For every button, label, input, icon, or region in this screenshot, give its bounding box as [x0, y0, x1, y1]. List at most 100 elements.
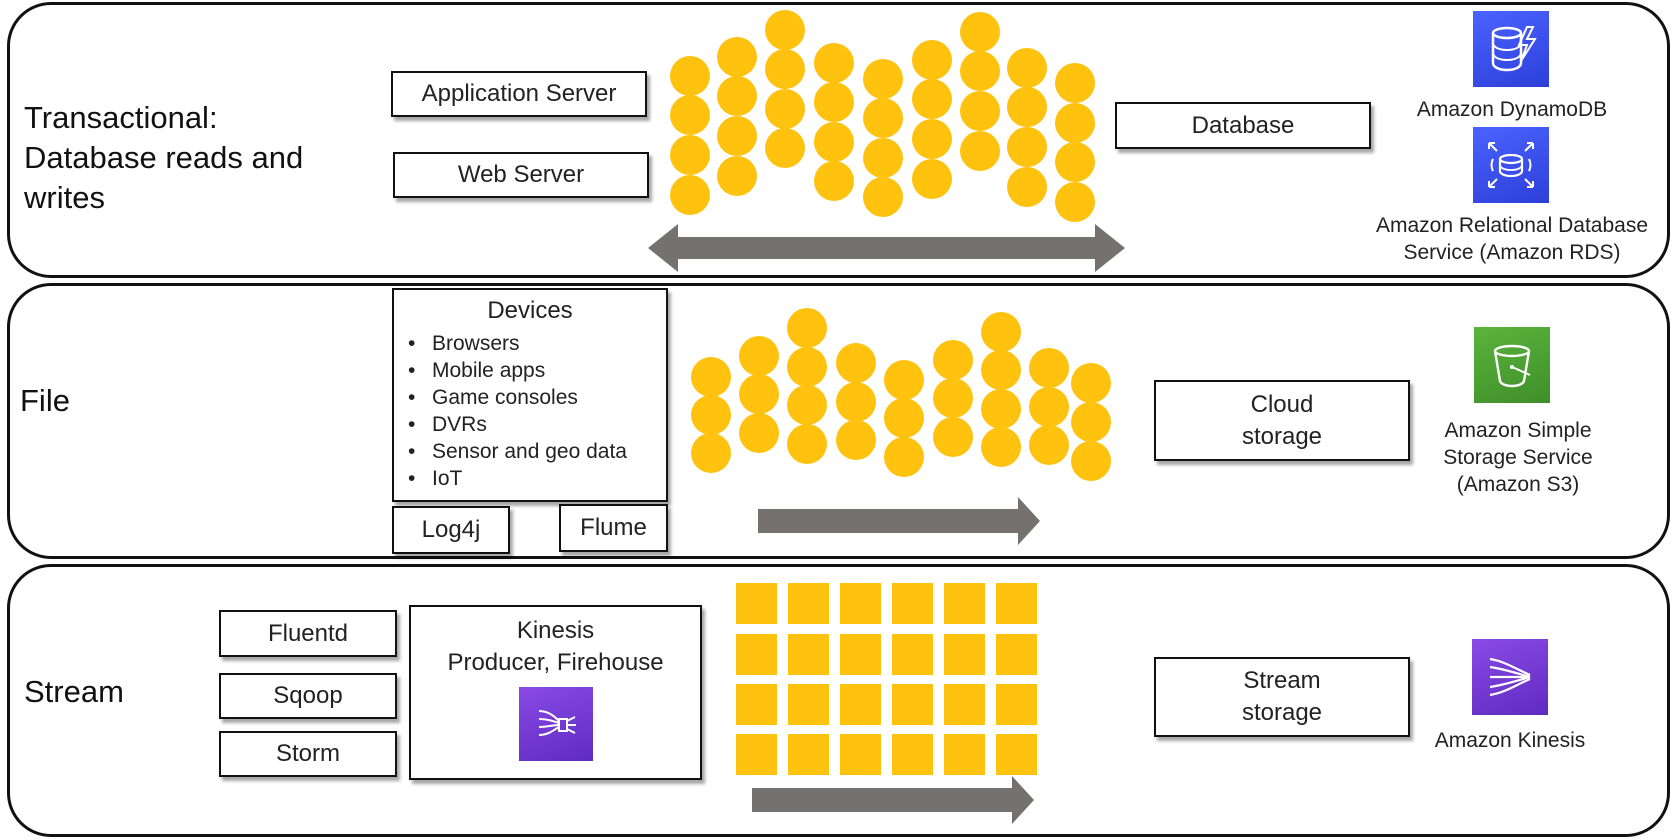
kinesis-firehose-icon	[518, 687, 593, 761]
bidirectional-arrow	[648, 224, 1125, 272]
data-dot	[1007, 127, 1047, 167]
data-square	[944, 583, 985, 624]
data-dot	[836, 343, 876, 383]
data-square	[892, 583, 933, 624]
data-square	[892, 684, 933, 725]
data-dot	[787, 424, 827, 464]
data-square	[840, 684, 881, 725]
data-dot	[863, 59, 903, 99]
data-dot	[933, 378, 973, 418]
data-dot	[1055, 182, 1095, 222]
data-square	[788, 684, 829, 725]
kinesis-icon	[1472, 639, 1548, 715]
data-dot	[1071, 441, 1111, 481]
data-square	[840, 734, 881, 775]
data-dot	[912, 40, 952, 80]
data-dot	[691, 395, 731, 435]
storm-box: Storm	[219, 731, 397, 777]
database-box: Database	[1115, 102, 1371, 149]
sqoop-box: Sqoop	[219, 673, 397, 719]
data-dot	[933, 417, 973, 457]
cloud-storage-line-1: Cloud	[1250, 390, 1314, 418]
data-dot	[836, 420, 876, 460]
data-dot	[884, 398, 924, 438]
dynamodb-icon	[1473, 11, 1549, 87]
data-square	[892, 634, 933, 675]
data-dot	[739, 374, 779, 414]
dynamodb-name: Amazon DynamoDB	[1416, 98, 1608, 121]
data-dot	[1071, 363, 1111, 403]
cloud-storage-line-2: storage	[1241, 422, 1323, 450]
kinesis-name: Amazon Kinesis	[1434, 729, 1586, 752]
s3-name-line-2: Storage Service	[1443, 446, 1593, 469]
data-dot	[814, 82, 854, 122]
data-dot	[933, 340, 973, 380]
data-square	[736, 634, 777, 675]
log4j-label: Log4j	[421, 516, 481, 543]
data-square	[736, 734, 777, 775]
web-server-label: Web Server	[457, 161, 585, 188]
data-dot	[960, 12, 1000, 52]
s3-bucket-icon	[1474, 327, 1550, 403]
label-line-2: Database reads and	[24, 140, 304, 175]
stream-flow-arrow	[752, 776, 1034, 824]
rds-name-line-2: Service (Amazon RDS)	[1403, 241, 1621, 264]
producer-line-1: Kinesis	[516, 617, 595, 644]
data-dot	[670, 95, 710, 135]
data-dot	[814, 122, 854, 162]
data-dot	[670, 175, 710, 215]
stream-storage-line-2: storage	[1241, 699, 1323, 726]
data-square	[996, 634, 1037, 675]
data-dot	[691, 433, 731, 473]
stream-label: Stream	[24, 672, 124, 712]
data-dot	[981, 312, 1021, 352]
rds-icon	[1473, 127, 1549, 203]
data-square	[788, 634, 829, 675]
data-dot	[717, 37, 757, 77]
data-dot	[1055, 103, 1095, 143]
data-dot	[863, 177, 903, 217]
data-dot	[717, 76, 757, 116]
dynamodb-service-label: Amazon DynamoDB	[1400, 96, 1624, 123]
data-square	[840, 583, 881, 624]
stream-label-text: Stream	[24, 674, 124, 709]
data-dot	[1029, 387, 1069, 427]
data-dot	[1055, 63, 1095, 103]
data-square	[944, 734, 985, 775]
application-server-box: Application Server	[391, 71, 647, 117]
data-dot	[1007, 48, 1047, 88]
cloud-storage-box: Cloud storage	[1154, 380, 1410, 461]
data-dot	[814, 161, 854, 201]
data-square	[944, 634, 985, 675]
data-square	[996, 734, 1037, 775]
data-square	[788, 583, 829, 624]
device-item: Game consoles	[408, 384, 666, 411]
data-dot	[787, 308, 827, 348]
data-square	[996, 583, 1037, 624]
data-dot	[1029, 425, 1069, 465]
data-dot	[912, 79, 952, 119]
data-dot	[1029, 348, 1069, 388]
data-dot	[960, 51, 1000, 91]
stream-data-grid	[736, 583, 1037, 775]
data-dot	[1071, 402, 1111, 442]
data-square	[736, 684, 777, 725]
data-dot	[717, 116, 757, 156]
data-square	[996, 684, 1037, 725]
data-dot	[863, 138, 903, 178]
flume-box: Flume	[559, 504, 668, 552]
data-dot	[912, 159, 952, 199]
label-line-1: Transactional:	[24, 100, 218, 135]
fluentd-box: Fluentd	[219, 610, 397, 657]
data-dot	[884, 437, 924, 477]
kinesis-producer-box: Kinesis Producer, Firehouse	[409, 605, 702, 780]
file-flow-arrow	[758, 497, 1040, 545]
stream-storage-line-1: Stream	[1243, 667, 1321, 694]
s3-name-line-1: Amazon Simple	[1444, 419, 1592, 442]
fluentd-label: Fluentd	[267, 619, 349, 647]
devices-box: Devices Browsers Mobile apps Game consol…	[392, 288, 668, 502]
data-dot	[739, 413, 779, 453]
rds-service-label: Amazon Relational Database Service (Amaz…	[1360, 212, 1664, 266]
data-dot	[765, 128, 805, 168]
